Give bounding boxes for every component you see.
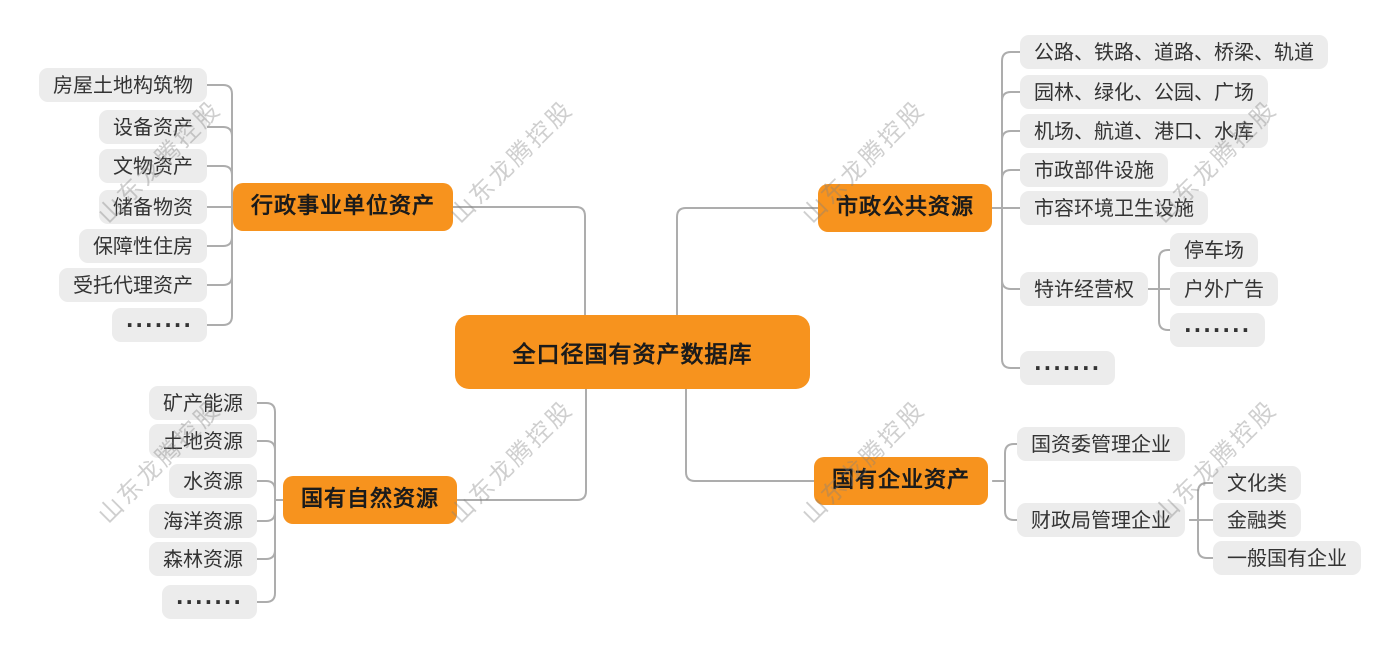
mindmap-leaf: 水资源 [169, 464, 257, 498]
branch-natural-links [256, 402, 284, 603]
mindmap-leaf: 一般国有企业 [1213, 541, 1361, 575]
branch-admin-assets-node: 行政事业单位资产 [232, 183, 453, 231]
mindmap-leaf: 户外广告 [1170, 272, 1278, 306]
mindmap-leaf: 国资委管理企业 [1017, 427, 1185, 461]
branch-municipal-public-resources-node: 市政公共资源 [818, 184, 993, 232]
mindmap-leaf: 文物资产 [99, 149, 207, 183]
mindmap-leaf: 公路、铁路、道路、桥梁、轨道 [1020, 35, 1328, 69]
leaf-franchise-rights-node: 特许经营权 [1020, 272, 1148, 306]
branch-municipal-links [987, 51, 1171, 369]
mindmap-leaf: 海洋资源 [149, 504, 257, 538]
center-links [452, 206, 819, 501]
mindmap-leaf: 市政部件设施 [1020, 153, 1168, 187]
mindmap-leaf: 土地资源 [149, 424, 257, 458]
mindmap-leaf: 房屋土地构筑物 [39, 68, 207, 102]
mindmap-leaf: 储备物资 [99, 190, 207, 224]
branch-admin-links [206, 84, 241, 326]
mindmap-leaf: 园林、绿化、公园、广场 [1020, 75, 1268, 109]
mindmap-leaf: 设备资产 [99, 110, 207, 144]
mindmap-leaf: 停车场 [1170, 233, 1258, 267]
mindmap-leaf: 保障性住房 [79, 229, 207, 263]
mindmap-leaf-ellipsis: ······· [1020, 351, 1116, 385]
mindmap-leaf: 金融类 [1213, 503, 1301, 537]
mindmap-leaf: 矿产能源 [149, 386, 257, 420]
branch-state-enterprise-assets-node: 国有企业资产 [814, 457, 989, 505]
branch-state-natural-resources-node: 国有自然资源 [282, 476, 457, 524]
mindmap-leaf-ellipsis: ······· [1170, 313, 1266, 347]
mindmap-leaf: 森林资源 [149, 542, 257, 576]
mindmap-leaf: 文化类 [1213, 466, 1301, 500]
center-node: 全口径国有资产数据库 [455, 315, 810, 389]
branch-enterprise-links [992, 443, 1214, 559]
mindmap-leaf: 市容环境卫生设施 [1020, 191, 1208, 225]
mindmap-leaf: 受托代理资产 [59, 268, 207, 302]
mindmap-leaf-ellipsis: ······· [161, 585, 257, 619]
mindmap-leaf-ellipsis: ······· [111, 308, 207, 342]
mindmap-leaf: 机场、航道、港口、水库 [1020, 114, 1268, 148]
leaf-finance-bureau-managed-node: 财政局管理企业 [1017, 503, 1185, 537]
